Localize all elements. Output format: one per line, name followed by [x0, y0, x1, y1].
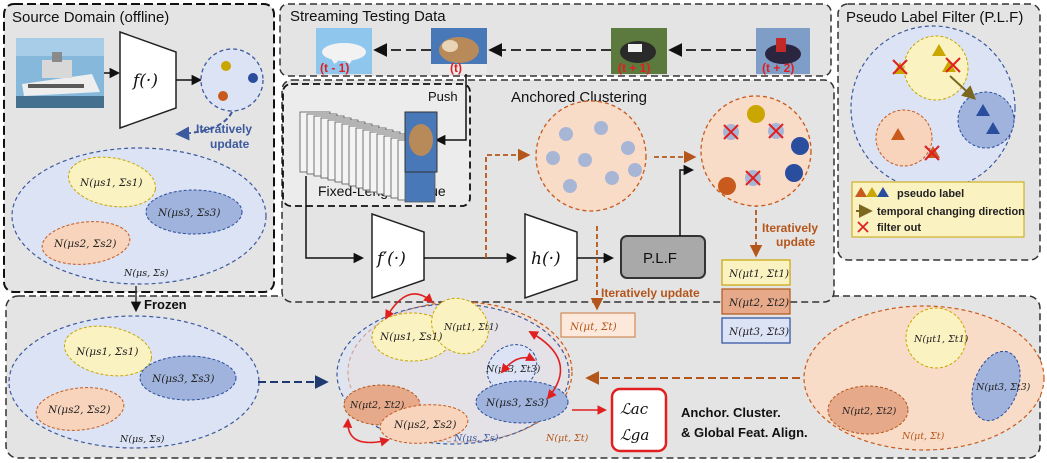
cluster-gauss-3: N(μt3, Σt3) [728, 326, 789, 338]
frame-t: (t) [431, 28, 487, 75]
unclustered-features [535, 100, 647, 212]
frame-t-plus-1-label: (t + 1) [618, 61, 650, 75]
target-gauss-2: N(μt2, Σt2) [841, 406, 897, 417]
source-update-arrow [175, 111, 233, 141]
plf-panel-title: Pseudo Label Filter (P.L.F) [846, 9, 1023, 26]
streaming-title: Streaming Testing Data [290, 8, 446, 25]
align-gauss-t2: N(μt2, Σt2) [349, 400, 405, 411]
frozen-source-distribution: N(μs1, Σs1) N(μs3, Σs3) N(μs2, Σs2) N(μs… [8, 315, 260, 449]
target-update-inline-label: Iteratively update [601, 286, 700, 300]
align-gauss-s3: N(μs3, Σs3) [485, 397, 548, 409]
source-image [16, 38, 104, 108]
caption-line-2: & Global Feat. Align. [681, 425, 808, 440]
align-gauss-s2: N(μs2, Σs2) [393, 419, 456, 431]
align-gauss-t1: N(μt1, Σt1) [443, 322, 499, 333]
plf-box: P.L.F [620, 235, 706, 279]
frozen-gauss-3: N(μs3, Σs3) [151, 373, 214, 385]
legend-direction-label: temporal changing direction [877, 206, 1025, 218]
cluster-update-label-1: Iteratively [762, 221, 818, 235]
target-global-gauss: N(μt, Σt) [569, 321, 617, 333]
frozen-gauss-global: N(μs, Σs) [119, 434, 165, 445]
target-distribution: N(μt1, Σt1) N(μt3, Σt3) N(μt2, Σt2) N(μt… [803, 305, 1045, 451]
source-distribution: N(μs1, Σs1) N(μs3, Σs3) N(μs2, Σs2) N(μs… [11, 147, 267, 285]
target-gauss-global: N(μt, Σt) [901, 431, 945, 442]
target-gauss-1: N(μt1, Σt1) [913, 334, 969, 345]
plf-box-label: P.L.F [643, 250, 677, 267]
target-gauss-3: N(μt3, Σt3) [975, 382, 1031, 393]
frame-t-minus-1: (t - 1) [316, 28, 372, 75]
push-arrow [434, 74, 467, 146]
anchored-clustering-title: Anchored Clustering [511, 89, 647, 106]
frame-t-plus-1: (t + 1) [611, 28, 667, 75]
loss-ga: ℒga [620, 426, 649, 444]
plf-legend: pseudo label temporal changing direction… [851, 181, 1025, 238]
source-domain-title: Source Domain (offline) [12, 9, 169, 26]
cluster-gaussian-boxes: N(μt1, Σt1) N(μt2, Σt2) N(μt3, Σt3) [721, 259, 791, 344]
align-gauss-t3: N(μt3, Σt3) [485, 364, 541, 375]
projection-head-label: h(·) [531, 249, 561, 269]
frame-t-minus-1-label: (t - 1) [320, 61, 349, 75]
legend-filter-label: filter out [877, 222, 921, 234]
source-encoder: f(·) [119, 30, 177, 130]
source-gauss-3: N(μs3, Σs3) [157, 207, 220, 219]
frame-t-label: (t) [450, 61, 462, 75]
align-gauss-s1: N(μs1, Σs1) [379, 331, 442, 343]
source-gauss-2: N(μs2, Σs2) [53, 238, 116, 250]
target-encoder: f′(·) [371, 212, 425, 300]
source-gauss-global: N(μs, Σs) [123, 268, 169, 279]
fixed-length-queue [299, 111, 438, 203]
frame-t-plus-2-label: (t + 2) [762, 61, 794, 75]
legend-pseudo-label: pseudo label [897, 188, 964, 200]
align-gauss-s: N(μs, Σs) [453, 433, 499, 444]
alignment-distribution: N(μs1, Σs1) N(μt1, Σt1) N(μt3, Σt3) N(μs… [336, 297, 589, 445]
projection-head: h(·) [524, 212, 578, 300]
frozen-gauss-2: N(μs2, Σs2) [47, 404, 110, 416]
loss-ac: ℒac [620, 400, 649, 418]
source-feature-space [200, 48, 264, 112]
frame-t-plus-2: (t + 2) [756, 28, 810, 75]
anchored-clusters [700, 95, 812, 207]
push-label: Push [428, 89, 458, 104]
alignment-arrows [342, 293, 607, 447]
source-update-label-1: Iteratively [196, 122, 252, 136]
target-global-box: N(μt, Σt) [560, 312, 636, 338]
align-gauss-t: N(μt, Σt) [545, 433, 589, 444]
queue-latest-frame-content [409, 124, 433, 156]
cluster-gauss-2: N(μt2, Σt2) [728, 297, 789, 309]
loss-box: ℒac ℒga [610, 387, 668, 453]
source-encoder-label: f(·) [131, 71, 158, 91]
source-gauss-1: N(μs1, Σs1) [79, 177, 142, 189]
caption-line-1: Anchor. Cluster. [681, 405, 781, 420]
streaming-panel: Streaming Testing Data [279, 3, 832, 77]
source-update-label-2: update [210, 137, 250, 151]
plf-illustration [850, 25, 1016, 191]
frozen-gauss-1: N(μs1, Σs1) [75, 346, 138, 358]
target-encoder-label: f′(·) [375, 249, 406, 269]
cluster-gauss-1: N(μt1, Σt1) [728, 268, 789, 280]
cluster-update-label-2: update [776, 235, 816, 249]
frozen-label: Frozen [144, 297, 187, 312]
